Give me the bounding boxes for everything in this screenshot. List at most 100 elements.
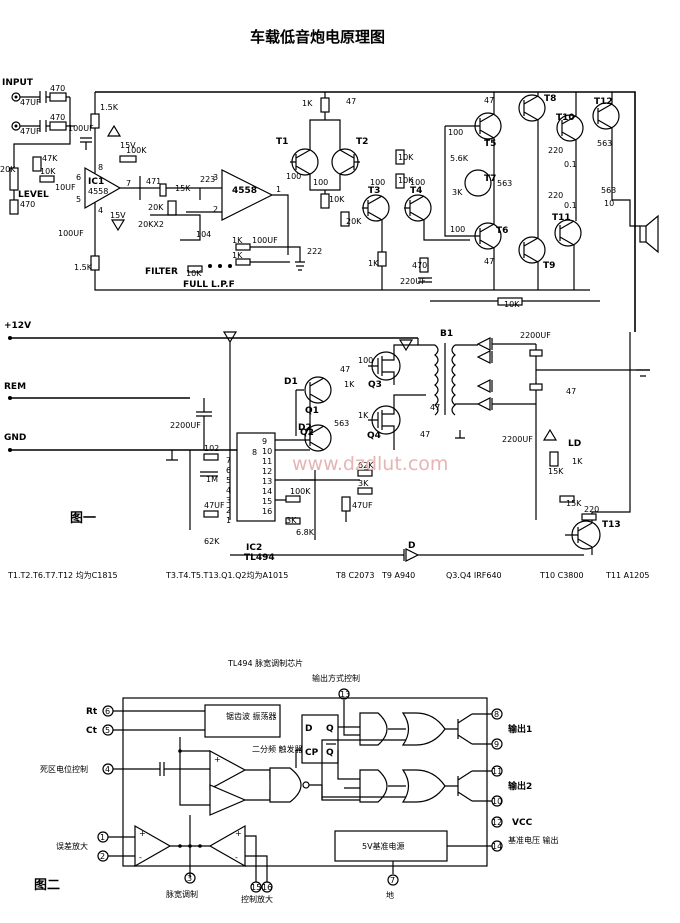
transistor-q2 [304, 424, 332, 452]
svg-text:5: 5 [105, 726, 110, 735]
t8-label: T8 [544, 94, 556, 104]
r-1k-b: 1K [232, 251, 243, 260]
b1-label: B1 [440, 329, 453, 339]
flipflop [301, 714, 339, 764]
r-3k: 3K [452, 188, 463, 197]
vcc-label: VCC [512, 818, 533, 828]
r-0.1-b: 0.1 [564, 201, 577, 210]
ic2-pin-l5: 5 [226, 476, 231, 485]
c-100uf-mid: 100UF [252, 236, 278, 245]
fig2-title: TL494 脉宽调制芯片 [227, 658, 303, 668]
r-20k-t1: 20K [346, 217, 362, 226]
r-in1: 470 [50, 84, 65, 93]
r-100-t1a: 100 [286, 172, 301, 181]
svg-text:-: - [139, 853, 142, 862]
transistor-t11 [554, 219, 582, 247]
ff-cp: CP [305, 748, 319, 758]
r-15k-ld: 1K [572, 457, 583, 466]
r-100-t5: 100 [448, 128, 463, 137]
c-47uf-ic2: 62K [204, 537, 220, 546]
c-102: 1M [206, 475, 218, 484]
c-104: 104 [196, 230, 211, 239]
c-100uf-top: 100UF [68, 124, 94, 133]
chip-outline [122, 697, 488, 867]
flipflop-label: 二分频 触发器 [252, 744, 303, 754]
ff-qbar: Q [326, 748, 334, 758]
ic1-part: 4558 [88, 187, 108, 196]
d2-label: D2 [298, 423, 312, 433]
ff-q: Q [326, 724, 334, 734]
ctrl-amp-label: 控制放大 [241, 894, 273, 904]
error-amp-label: 误差放大 [56, 841, 88, 851]
svg-text:5: 5 [76, 195, 81, 204]
t3-label: T3 [368, 186, 380, 196]
pin-13 [338, 688, 350, 700]
svg-text:7: 7 [126, 179, 131, 188]
r-47k: 47K [42, 154, 58, 163]
r-47-t6: 47 [484, 257, 494, 266]
c-in2: 47UF [20, 127, 41, 136]
ff-d: D [305, 724, 312, 734]
pin-8 [491, 708, 503, 720]
ref-5v-block [334, 830, 448, 862]
pin-10 [491, 795, 503, 807]
ref5v-label: 5V基准电源 [362, 841, 405, 851]
svg-text:9: 9 [494, 740, 499, 749]
pin-3 [184, 872, 196, 884]
svg-text:13: 13 [340, 690, 350, 699]
ic2-pin-l1: 1 [226, 516, 231, 525]
r-62k-b: 3K [358, 479, 369, 488]
diagram-title: 车载低音炮电原理图 [250, 28, 385, 46]
power-section: +12V REM GND 2200UF B1 2200UF 47 Q1 Q2 D… [4, 321, 650, 563]
c-2200uf-ps: 2200UF [170, 421, 201, 430]
svg-text:14: 14 [492, 842, 502, 851]
ic2-pin-l6: 6 [226, 466, 231, 475]
c-220uf: 220UF [400, 277, 426, 286]
ic2-pin-l4: 4 [226, 486, 231, 495]
r-1m: 47UF [204, 501, 225, 510]
r-20k-mid: 20K [148, 203, 164, 212]
r-10k-fb: 10K [504, 300, 520, 309]
t1-label: T1 [276, 137, 288, 147]
or-gate-main [269, 767, 302, 803]
error-amp-1 [134, 824, 172, 868]
watermark: www.dzdlut.com [292, 453, 448, 475]
t5-label: T5 [484, 139, 496, 149]
r-in2: 470 [50, 113, 65, 122]
c-2200uf-a: 2200UF [520, 331, 551, 340]
tl494-ic [236, 432, 276, 522]
transistor-t9 [518, 236, 546, 264]
c-100uf-low: 100UF [58, 229, 84, 238]
r-1k-t3: 1K [368, 259, 379, 268]
c-in1: 47UF [20, 98, 41, 107]
pin-ct-label: Ct [86, 726, 98, 736]
amplifier-section: INPUT 470 47UF 470 47UF 1.5K 100UF 15V 2… [0, 78, 659, 332]
ic2-pin-r11: 11 [262, 457, 272, 466]
transistor-q1 [304, 376, 332, 404]
out2-label: 输出2 [508, 780, 532, 792]
svg-text:12: 12 [492, 818, 502, 827]
r-10k-level: 10K [40, 167, 56, 176]
r-220-t13: 15K [566, 499, 582, 508]
pin-9 [491, 738, 503, 750]
pot-20kx2: 20KX2 [138, 220, 164, 229]
r-470-t4: 470 [412, 261, 427, 270]
r-62k-a: 62K [358, 461, 374, 470]
q3-label: Q3 [368, 380, 382, 390]
svg-text:7: 7 [390, 876, 395, 885]
svg-text:-: - [214, 781, 217, 790]
transistor-t10 [556, 114, 584, 142]
r-10k-t4: 10K [398, 176, 414, 185]
ic2-pin-r14: 14 [262, 487, 272, 496]
full-lpf-label: FULL L.P.F [183, 280, 235, 290]
ic2-pin-l3: 3 [226, 496, 231, 505]
pin-12 [491, 816, 503, 828]
svg-text:8: 8 [98, 163, 103, 172]
r-100-t1b: 100 [313, 178, 328, 187]
r-47-q4: 1K [358, 411, 369, 420]
r-47-t5: 47 [484, 96, 494, 105]
transistor-t12 [592, 102, 620, 130]
r-47-q3: 100 [358, 356, 373, 365]
r-47-q1b: 1K [344, 380, 355, 389]
